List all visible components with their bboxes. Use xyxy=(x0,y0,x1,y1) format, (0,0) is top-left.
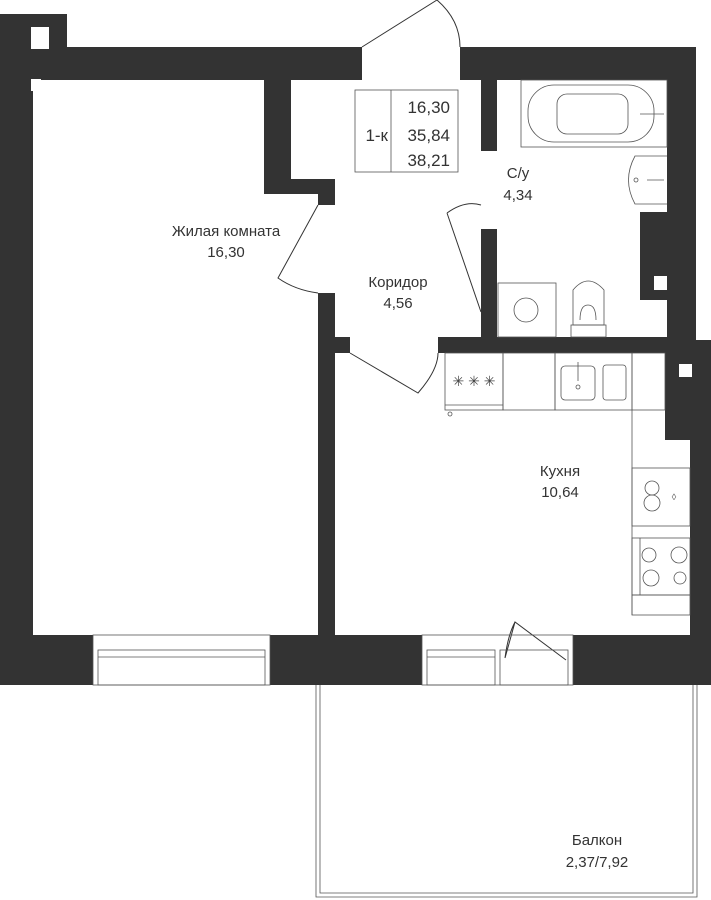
sink-icon xyxy=(628,155,667,205)
kitchen-sink-icon xyxy=(560,362,627,401)
apartment-info-box: 1-к 16,30 35,84 38,21 xyxy=(354,89,459,173)
room-area: 4,34 xyxy=(503,187,532,204)
room-name: Кухня xyxy=(540,463,580,480)
apartment-type: 1-к xyxy=(365,126,388,145)
room-bathroom: С/у 4,34 xyxy=(503,165,532,204)
room-area: 4,56 xyxy=(383,295,412,312)
room-area: 2,37/7,92 xyxy=(566,854,629,871)
room-living: Жилая комната 16,30 xyxy=(172,223,281,261)
total-area: 35,84 xyxy=(407,126,450,145)
room-name: Коридор xyxy=(368,274,427,291)
svg-text:✳ ✳ ✳: ✳ ✳ ✳ xyxy=(453,373,496,389)
room-area: 10,64 xyxy=(541,484,579,501)
room-name: С/у xyxy=(507,165,530,182)
bathtub-icon xyxy=(520,79,668,148)
walls xyxy=(0,14,711,685)
counter xyxy=(502,352,666,615)
room-name: Балкон xyxy=(572,832,622,849)
svg-text:◊: ◊ xyxy=(672,492,677,502)
room-balcony: Балкон 2,37/7,92 xyxy=(566,832,629,871)
room-kitchen: Кухня 10,64 xyxy=(540,463,580,501)
balcony-outline xyxy=(315,685,698,898)
doors xyxy=(277,0,567,661)
toilet-icon xyxy=(570,280,607,338)
fridge-icon: ✳ ✳ ✳ xyxy=(444,352,504,417)
windows xyxy=(92,634,574,686)
dishwasher-icon: ◊ xyxy=(631,467,691,527)
stove-icon xyxy=(631,537,691,616)
washing-machine-icon xyxy=(497,282,557,338)
room-area: 16,30 xyxy=(207,244,245,261)
room-corridor: Коридор 4,56 xyxy=(368,274,427,312)
room-name: Жилая комната xyxy=(172,223,281,240)
living-area-total: 16,30 xyxy=(407,98,450,117)
total-area-with-balcony: 38,21 xyxy=(407,151,450,170)
